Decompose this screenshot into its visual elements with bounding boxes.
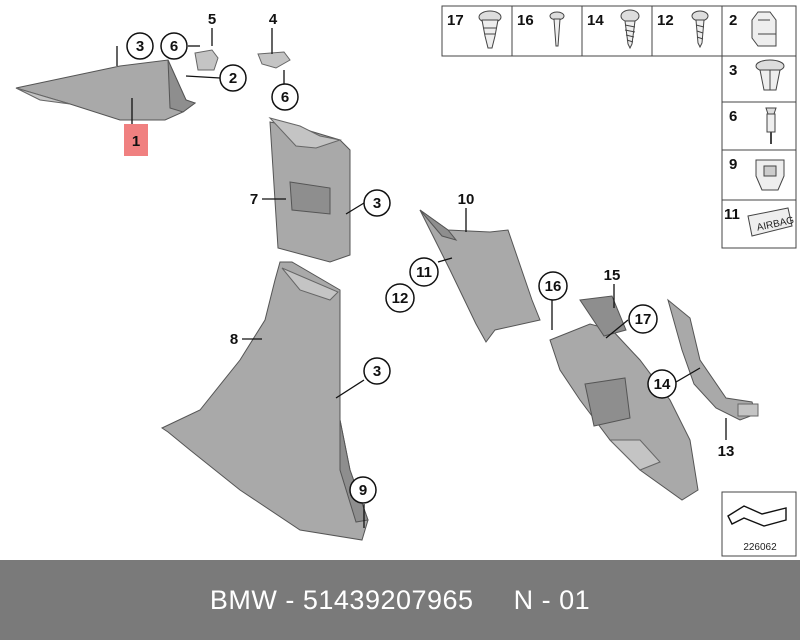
screw-16-icon xyxy=(549,11,565,47)
table-label-16: 16 xyxy=(517,12,534,29)
callout-9: 9 xyxy=(359,482,367,499)
table-label-17: 17 xyxy=(447,12,464,29)
diagram-number: 226062 xyxy=(743,542,777,553)
fastener-table: 17 16 14 12 2 3 6 9 11 xyxy=(441,5,797,249)
callout-5: 5 xyxy=(208,11,216,28)
table-label-12: 12 xyxy=(657,12,674,29)
footer-brand: BMW xyxy=(209,584,278,615)
leader-lines xyxy=(116,28,727,528)
callout-8: 8 xyxy=(230,331,238,348)
b-pillar-upper-trim-part xyxy=(268,117,351,263)
callout-6-a: 6 xyxy=(170,38,178,55)
footer-variant: N - 01 xyxy=(513,584,591,615)
footer-gap xyxy=(474,585,514,616)
footer-bar: BMW - 51439207965 N - 01 xyxy=(0,560,800,640)
callout-12: 12 xyxy=(392,290,409,307)
footer-part-number: 51439207965 xyxy=(302,584,474,615)
table-label-14: 14 xyxy=(587,12,604,29)
footer-separator: - xyxy=(277,584,303,615)
callout-17: 17 xyxy=(635,311,652,328)
callout-1-highlight xyxy=(124,124,148,156)
clip-5-part xyxy=(194,49,219,71)
rivet-6-icon xyxy=(765,107,777,144)
clip-9-icon xyxy=(755,159,785,191)
callout-1: 1 xyxy=(132,133,140,150)
orientation-arrow-icon xyxy=(727,505,787,527)
table-label-6: 6 xyxy=(729,108,737,125)
callout-10: 10 xyxy=(458,191,475,208)
callout-15: 15 xyxy=(604,267,621,284)
clip-3-icon xyxy=(755,59,785,91)
callout-4: 4 xyxy=(269,11,278,28)
clip-17-icon xyxy=(478,10,502,49)
diagram-id-box: 226062 xyxy=(721,491,797,557)
bracket-13-part xyxy=(667,298,759,421)
c-pillar-trim-part xyxy=(419,209,541,343)
callout-7: 7 xyxy=(250,191,258,208)
table-label-2: 2 xyxy=(729,12,737,29)
callout-6-b: 6 xyxy=(281,89,289,106)
callout-3-a: 3 xyxy=(136,38,144,55)
callout-3-b: 3 xyxy=(373,195,381,212)
clip-4-part xyxy=(257,51,291,69)
a-pillar-trim-part xyxy=(15,59,197,121)
callout-14: 14 xyxy=(654,376,671,393)
callout-3-c: 3 xyxy=(373,363,381,380)
table-label-3: 3 xyxy=(729,62,737,79)
callout-2: 2 xyxy=(229,70,237,87)
callout-11: 11 xyxy=(416,264,432,281)
table-label-9: 9 xyxy=(729,156,737,173)
parts-diagram: 17 16 14 12 2 3 6 9 11 xyxy=(15,5,797,557)
screw-12-icon xyxy=(691,10,709,49)
callout-13: 13 xyxy=(718,443,735,460)
clip-2-icon xyxy=(751,11,777,47)
screw-14-icon xyxy=(620,9,640,50)
callout-16: 16 xyxy=(545,278,562,295)
table-label-11: 11 xyxy=(724,206,740,223)
callouts: 1 3 6 2 5 4 6 7 3 8 3 9 10 11 12 16 15 1… xyxy=(124,11,735,504)
b-pillar-lower-trim-part xyxy=(160,261,369,541)
